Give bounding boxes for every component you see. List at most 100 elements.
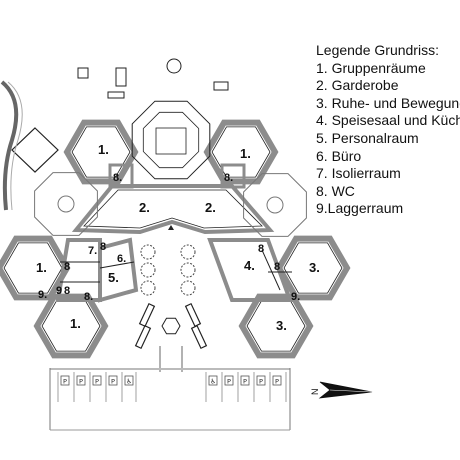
tree bbox=[180, 262, 196, 278]
parking-sign bbox=[92, 375, 102, 386]
room-label: 1. bbox=[240, 146, 251, 161]
diamond-sandbox bbox=[11, 127, 59, 173]
tree bbox=[140, 244, 156, 260]
hex-room-wall bbox=[203, 119, 279, 185]
room-label: 2. bbox=[205, 200, 216, 215]
legend-item-4: 4. Speisesaal und Küche bbox=[316, 112, 460, 129]
parking-icon: P bbox=[227, 378, 231, 386]
parking-icon: P bbox=[95, 378, 99, 386]
hex-room-inner bbox=[71, 126, 131, 178]
hex-room-inner bbox=[3, 242, 63, 294]
room-label: 8 bbox=[64, 261, 70, 273]
parking-icon: P bbox=[259, 378, 263, 386]
bench bbox=[184, 302, 202, 328]
courtyard-octagon-right bbox=[243, 173, 307, 237]
room-label: 9. bbox=[38, 289, 47, 301]
accessible-parking-icon: ♿ bbox=[126, 378, 132, 386]
play-equipment bbox=[115, 67, 127, 87]
room-label: 8. bbox=[113, 172, 122, 184]
north-arrow: N bbox=[310, 381, 373, 399]
central-hall-wall bbox=[71, 184, 275, 235]
courtyard-fountain-right bbox=[266, 196, 284, 214]
partition bbox=[99, 261, 135, 269]
tree bbox=[140, 280, 156, 296]
wc-block bbox=[108, 163, 134, 189]
hex-room-inner bbox=[283, 242, 343, 294]
courtyard-pavilion bbox=[155, 127, 187, 155]
bench bbox=[190, 324, 208, 350]
play-carousel bbox=[166, 58, 182, 74]
hex-room-wall bbox=[33, 293, 109, 359]
pavilion-small bbox=[161, 317, 181, 335]
play-equipment bbox=[77, 67, 89, 79]
courtyard-octagon-left bbox=[34, 172, 98, 236]
courtyard-fountain-left bbox=[57, 195, 75, 213]
hex-room-wall bbox=[63, 119, 139, 185]
site-edge-curve-inner bbox=[7, 81, 23, 211]
play-bench bbox=[213, 81, 229, 91]
legend-item-5: 5. Personalraum bbox=[316, 129, 419, 146]
room-label: 3. bbox=[309, 260, 320, 275]
legend-item-3: 3. Ruhe- und Bewegungsraum bbox=[316, 94, 460, 111]
legend-item-6: 6. Büro bbox=[316, 147, 362, 164]
central-hall-inner bbox=[83, 189, 263, 229]
parking-icon: P bbox=[79, 378, 83, 386]
room-label: 8 bbox=[100, 241, 106, 253]
wc-block bbox=[220, 163, 246, 189]
service-block-right bbox=[207, 238, 293, 302]
room-label: 3. bbox=[276, 318, 287, 333]
legend-item-2: 2. Garderobe bbox=[316, 77, 399, 94]
bench bbox=[134, 324, 152, 350]
north-label: N bbox=[310, 389, 320, 396]
room-label: 8. bbox=[224, 172, 233, 184]
parking-sign bbox=[224, 375, 234, 386]
room-label: 8 bbox=[64, 285, 70, 297]
room-label: 6. bbox=[117, 253, 126, 265]
parking-sign bbox=[108, 375, 118, 386]
plan-legend: Legende Grundriss: 1. Gruppenräume 2. Ga… bbox=[316, 42, 460, 218]
north-arrow-split bbox=[329, 389, 373, 393]
courtyard-octagon-top-inner bbox=[142, 111, 200, 169]
site-edge-curve bbox=[0, 80, 19, 211]
tree bbox=[180, 280, 196, 296]
room-label: 2. bbox=[139, 200, 150, 215]
room-label: 8 bbox=[274, 261, 280, 273]
hex-room-wall bbox=[238, 293, 314, 359]
parking-sign bbox=[60, 375, 70, 386]
room-label: 4. bbox=[244, 258, 255, 273]
parking-sign bbox=[124, 375, 134, 386]
parking-icon: P bbox=[275, 378, 279, 386]
room-label: 8. bbox=[84, 291, 93, 303]
north-arrow-icon bbox=[318, 381, 373, 399]
legend-item-9: 9.Laggerraum bbox=[316, 200, 404, 217]
entrance-marker bbox=[168, 225, 174, 230]
partition bbox=[261, 249, 281, 291]
service-block-left-2 bbox=[98, 237, 139, 303]
bench bbox=[138, 302, 156, 328]
room-label: 9 bbox=[56, 285, 62, 297]
parking-sign bbox=[256, 375, 266, 386]
room-label: 1. bbox=[98, 142, 109, 157]
room-label: 7. bbox=[88, 245, 97, 257]
parking-icon: P bbox=[243, 378, 247, 386]
parking-sign bbox=[208, 375, 218, 386]
legend-item-8: 8. WC bbox=[316, 182, 355, 199]
courtyard-octagon-top bbox=[131, 100, 211, 180]
legend-item-7: 7. Isolierraum bbox=[316, 165, 401, 182]
play-bench bbox=[107, 91, 125, 99]
parking-sign bbox=[76, 375, 86, 386]
building-walls bbox=[0, 119, 351, 359]
hex-room-wall bbox=[0, 235, 71, 301]
room-label: 8 bbox=[258, 243, 264, 255]
hex-room-inner bbox=[211, 126, 271, 178]
legend-item-1: 1. Gruppenräume bbox=[316, 59, 426, 76]
parking-sign bbox=[272, 375, 282, 386]
accessible-parking-icon: ♿ bbox=[210, 378, 216, 386]
room-label: 1. bbox=[36, 260, 47, 275]
parking-kerb bbox=[50, 368, 290, 370]
legend-title: Legende Grundriss: bbox=[316, 42, 439, 58]
tree bbox=[140, 262, 156, 278]
